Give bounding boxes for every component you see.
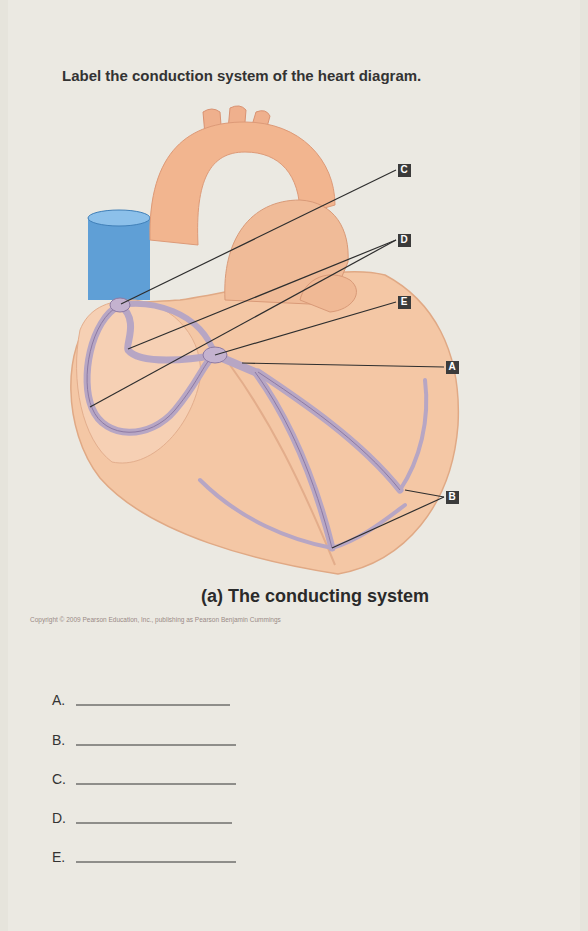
- label-holder: C.: [52, 770, 66, 788]
- figure-caption: (a) The conducting system: [201, 586, 429, 607]
- label-holder: D.: [52, 809, 66, 827]
- callout-letter: A: [448, 362, 455, 372]
- copyright-note: Copyright © 2009 Pearson Education, Inc.…: [30, 616, 281, 623]
- answer-letter: A.: [52, 692, 65, 708]
- callout-letter: C: [400, 165, 407, 175]
- conduction-outline: [87, 305, 400, 548]
- right-atrium: [77, 300, 201, 463]
- callout-letter: E: [401, 297, 408, 307]
- answer-letter: C.: [52, 771, 66, 787]
- callout-letter: D: [400, 235, 407, 245]
- worksheet-title: Label the conduction system of the heart…: [62, 67, 421, 84]
- conduction-pathways: [87, 304, 426, 548]
- callout-box: C: [398, 164, 411, 177]
- title-holder: Label the conduction system of the heart…: [62, 67, 421, 85]
- callout-box: B: [446, 491, 459, 504]
- callout-box: A: [446, 361, 459, 374]
- sa-node: [110, 298, 130, 312]
- leader-lines: [90, 170, 444, 548]
- left-auricle: [300, 275, 356, 312]
- heart-body: [71, 272, 459, 574]
- answer-letter: D.: [52, 810, 66, 826]
- answer-letter: B.: [52, 732, 65, 748]
- superior-vena-cava: [88, 218, 150, 300]
- callout-letter: B: [448, 492, 455, 502]
- vena-cava-opening: [88, 210, 150, 226]
- callout-box: D: [398, 234, 411, 247]
- label-holder: Copyright © 2009 Pearson Education, Inc.…: [30, 608, 281, 626]
- paper-sheet: [8, 0, 580, 931]
- label-holder: E.: [52, 848, 65, 866]
- answer-blanks: [76, 705, 236, 862]
- answer-letter: E.: [52, 849, 65, 865]
- caption-holder: (a) The conducting system: [201, 586, 429, 607]
- label-holder: A.: [52, 691, 65, 709]
- label-holder: B.: [52, 731, 65, 749]
- callout-box: E: [398, 296, 411, 309]
